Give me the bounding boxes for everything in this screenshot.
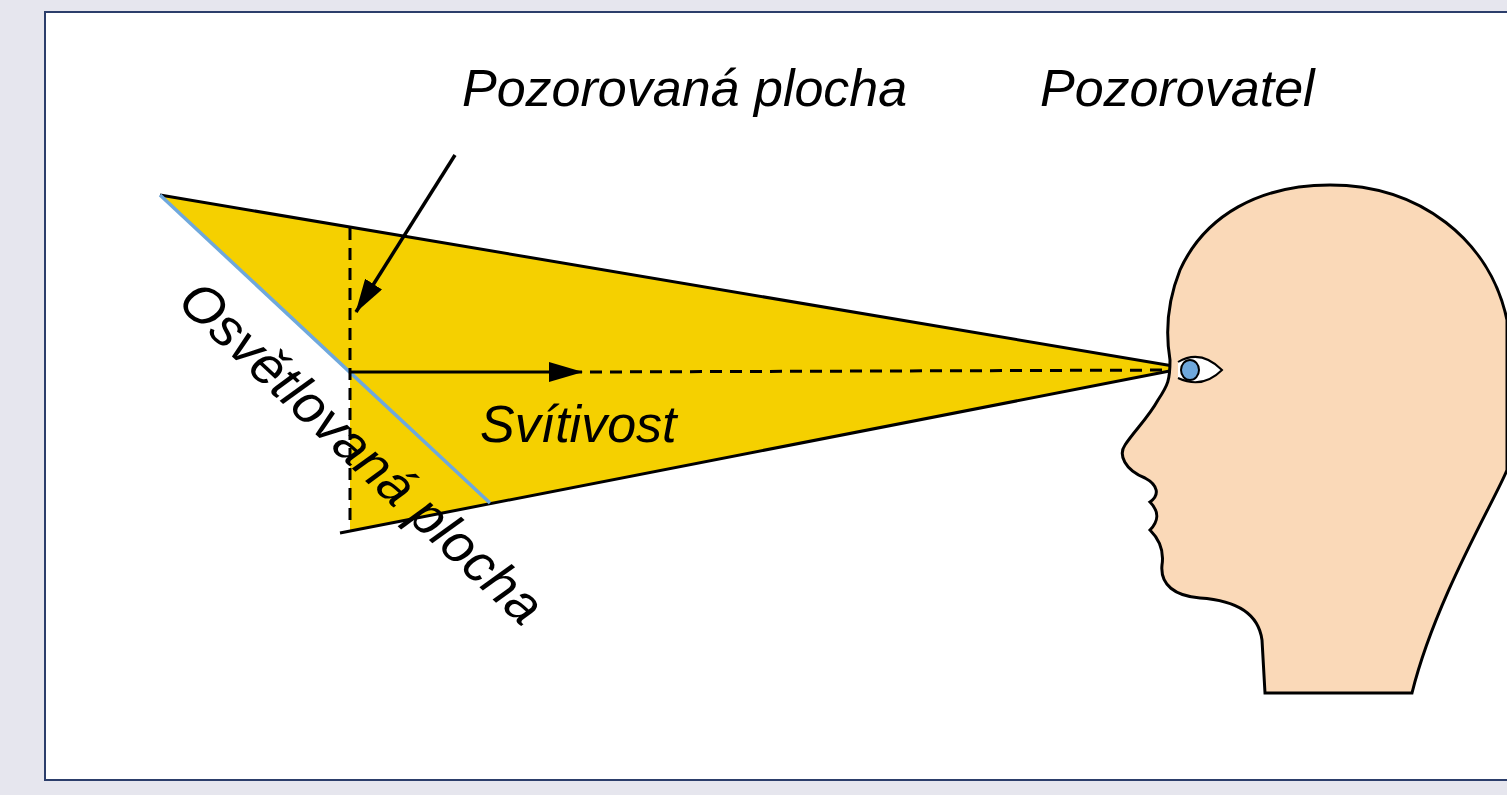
sight-line [590, 370, 1180, 372]
head [1122, 185, 1507, 693]
cone-edge [340, 368, 1185, 533]
label: Pozorovaná plocha [462, 62, 907, 114]
leader-line [356, 155, 455, 312]
intensity-arrow [350, 371, 582, 374]
eye-lid [1178, 357, 1222, 382]
illuminated-surface [160, 195, 490, 503]
observed-surface [349, 228, 352, 528]
eye [1181, 360, 1199, 380]
label: Pozorovatel [1040, 62, 1315, 114]
light-cone [160, 195, 1185, 531]
cone-edge [160, 195, 1185, 368]
panel [45, 12, 1507, 780]
label: Svítivost [480, 398, 677, 450]
